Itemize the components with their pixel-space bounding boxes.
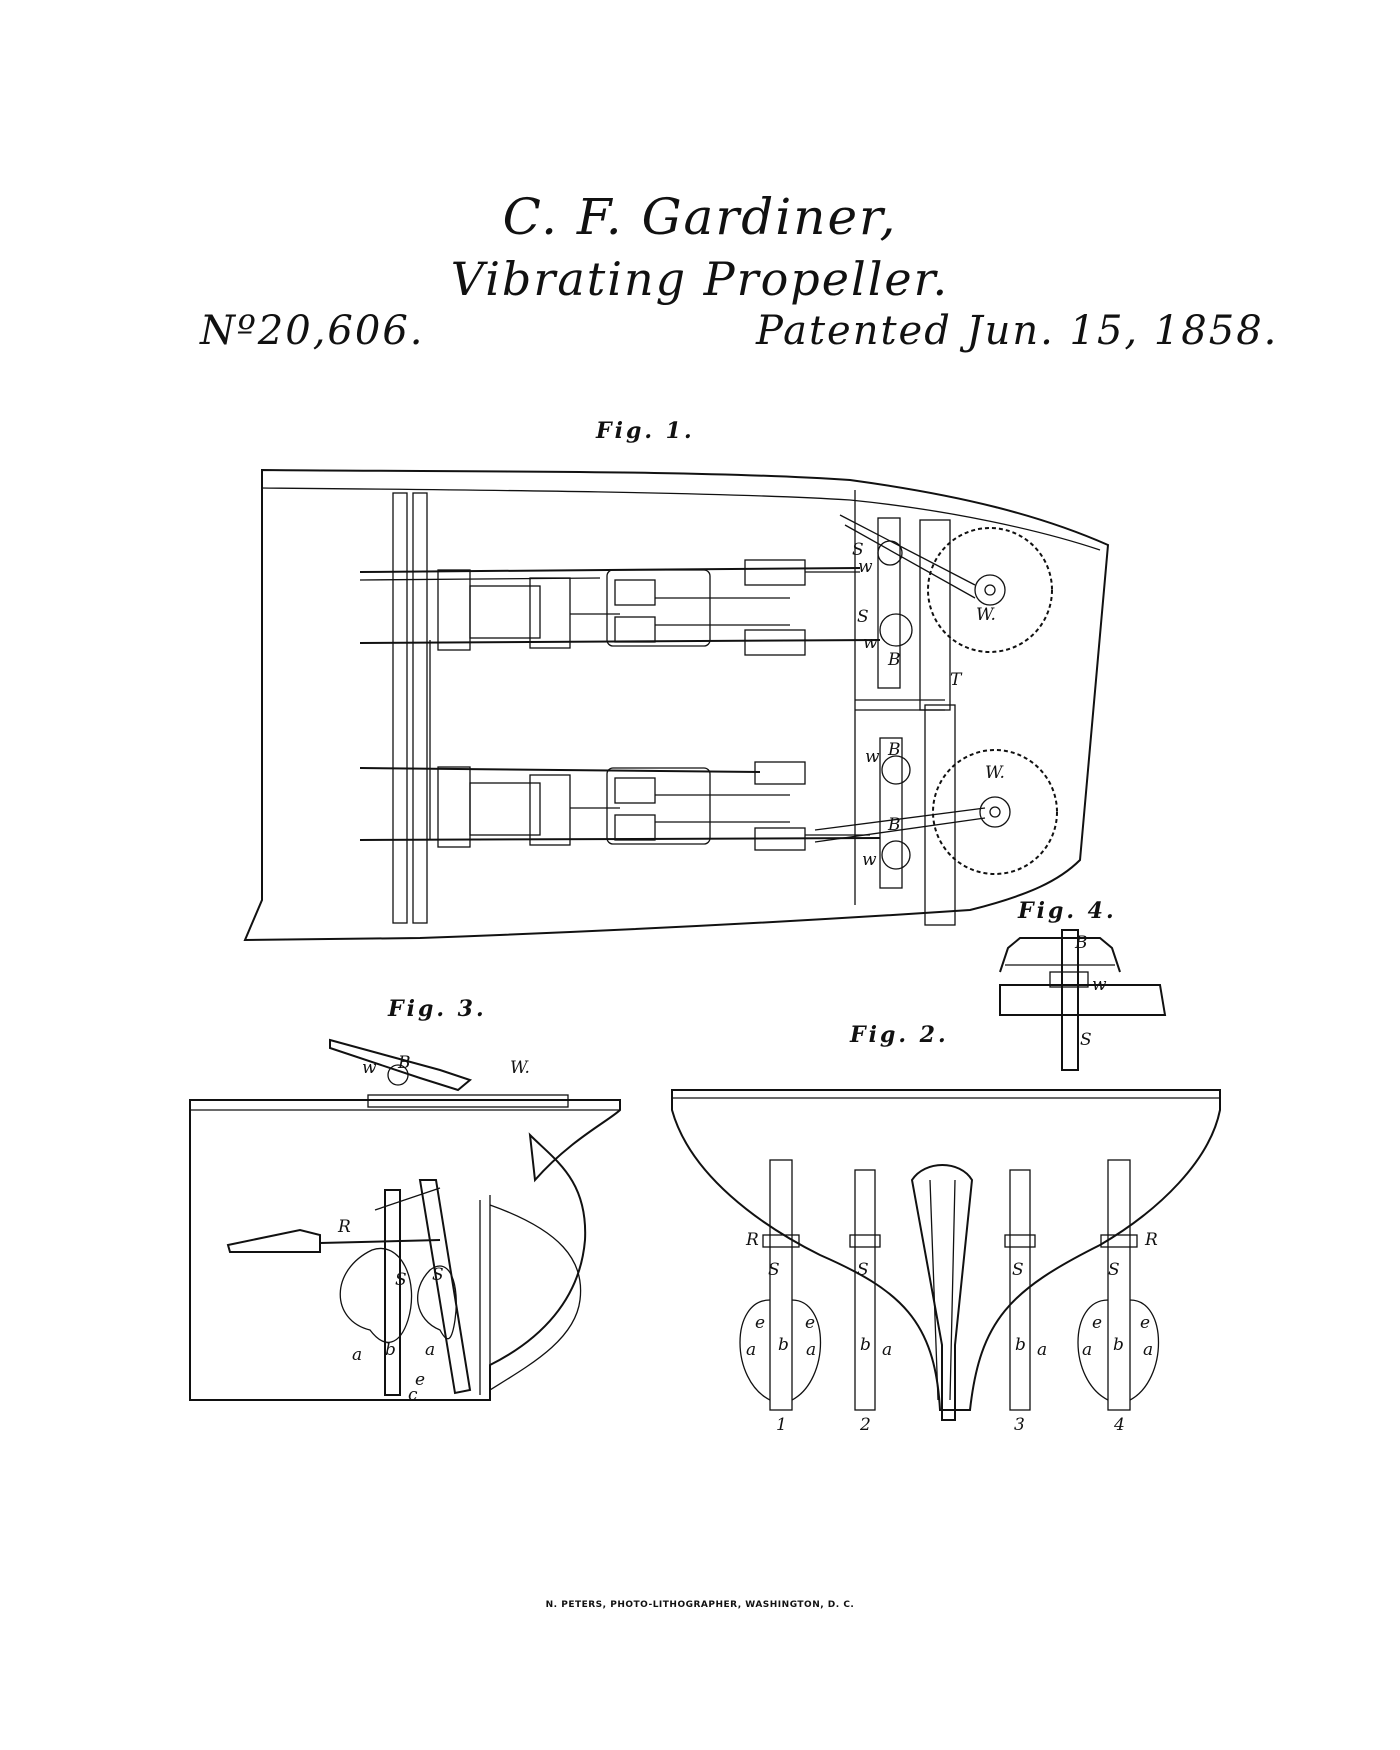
figure-2-drawing: R S a a b e e 1 S b a 2 S b a 3	[671, 1089, 1221, 1435]
label-W: W.	[985, 763, 1005, 783]
patent-number: Nº20,606.	[200, 308, 425, 354]
inventor-name: C. F. Gardiner,	[502, 188, 898, 246]
lower-gearing	[814, 704, 1058, 926]
stern-outline	[671, 1089, 1221, 1411]
figure-2-caption: Fig. 2.	[850, 1022, 949, 1048]
hull-outline	[243, 468, 1110, 942]
label-b: b	[778, 1335, 789, 1355]
label-B: B	[887, 740, 901, 760]
gear-wheel	[932, 749, 1058, 875]
label-S: S	[1012, 1260, 1024, 1280]
label-w: w	[865, 747, 880, 767]
label-b: b	[1113, 1335, 1124, 1355]
propeller-shaft-4: R S a a b e e 4	[1077, 1159, 1159, 1435]
figure-1-drawing: W. W. S S w w w w B B B T	[243, 468, 1110, 942]
label-B: B	[1074, 933, 1088, 953]
figure-4-drawing: B w S	[999, 929, 1167, 1071]
lower-engine	[359, 761, 881, 851]
label-w: w	[1092, 975, 1107, 995]
label-S: S	[768, 1260, 780, 1280]
label-S: S	[1080, 1030, 1092, 1050]
figure-3-drawing: R S S b a a e c w B W.	[189, 1038, 621, 1405]
label-B: B	[887, 815, 901, 835]
label-a: a	[425, 1340, 435, 1360]
figure-1-caption: Fig. 1.	[596, 418, 695, 444]
label-e: e	[415, 1370, 425, 1390]
label-e: e	[1140, 1313, 1150, 1333]
propeller-blade	[339, 1247, 413, 1343]
invention-title: Vibrating Propeller.	[450, 252, 950, 306]
label-1: 1	[776, 1415, 787, 1435]
label-a: a	[882, 1340, 892, 1360]
label-e: e	[755, 1313, 765, 1333]
figure-3-caption: Fig. 3.	[388, 996, 487, 1022]
label-w: w	[863, 633, 878, 653]
label-w: w	[862, 850, 877, 870]
stern-post	[910, 1164, 974, 1421]
label-R: R	[337, 1217, 351, 1237]
printer-credit: N. PETERS, PHOTO-LITHOGRAPHER, WASHINGTO…	[545, 1600, 855, 1610]
propeller-blade	[417, 1265, 457, 1340]
label-B: B	[887, 650, 901, 670]
label-S: S	[857, 1260, 869, 1280]
label-R: R	[1144, 1230, 1158, 1250]
label-W: W.	[976, 605, 996, 625]
label-S: S	[857, 607, 869, 627]
label-w: w	[362, 1058, 377, 1078]
figure-4-caption: Fig. 4.	[1018, 898, 1117, 924]
label-R: R	[745, 1230, 759, 1250]
label-b: b	[860, 1335, 871, 1355]
label-S: S	[395, 1270, 407, 1290]
label-a: a	[1143, 1340, 1153, 1360]
label-B: B	[397, 1053, 411, 1073]
label-a: a	[806, 1340, 816, 1360]
upper-gearing	[839, 514, 1053, 711]
label-e: e	[1092, 1313, 1102, 1333]
label-W: W.	[510, 1058, 530, 1078]
label-S: S	[852, 540, 864, 560]
label-e: e	[805, 1313, 815, 1333]
hull-side-outline	[189, 1099, 621, 1401]
label-a: a	[352, 1345, 362, 1365]
label-3: 3	[1014, 1415, 1025, 1435]
label-T: T	[950, 670, 963, 690]
propeller-shaft-1: R S a a b e e 1	[739, 1159, 821, 1435]
propeller-shaft-2: S b a 2	[849, 1169, 892, 1435]
patent-date: Patented Jun. 15, 1858.	[756, 308, 1279, 354]
label-2: 2	[859, 1415, 871, 1435]
label-S: S	[1108, 1260, 1120, 1280]
label-b: b	[1015, 1335, 1026, 1355]
vertical-beam	[412, 492, 428, 924]
propeller-shaft-3: S b a 3	[1004, 1169, 1047, 1435]
label-a: a	[1037, 1340, 1047, 1360]
label-c: c	[408, 1385, 418, 1405]
label-w: w	[858, 557, 873, 577]
label-a: a	[1082, 1340, 1092, 1360]
upper-engine	[359, 559, 881, 656]
label-a: a	[746, 1340, 756, 1360]
label-b: b	[385, 1340, 396, 1360]
label-4: 4	[1113, 1415, 1125, 1435]
vertical-beam	[392, 492, 408, 924]
gear-wheel	[927, 527, 1053, 653]
label-S: S	[432, 1265, 444, 1285]
